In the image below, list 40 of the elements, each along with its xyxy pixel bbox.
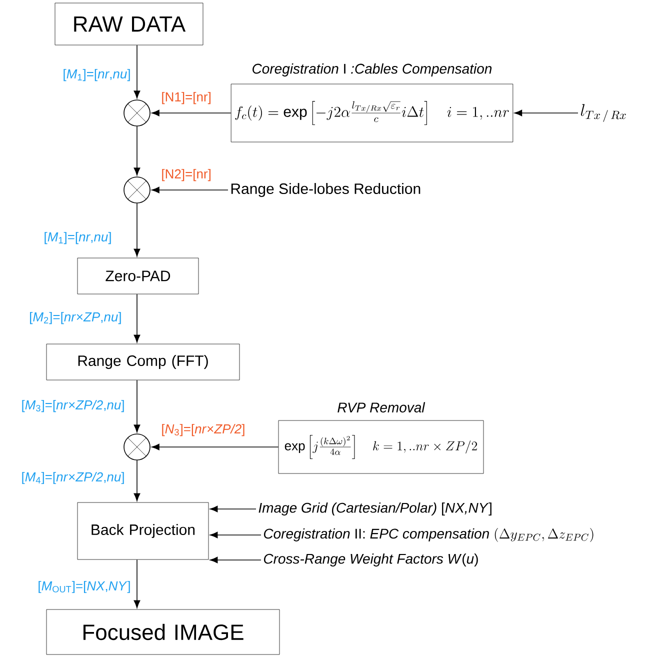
process-box: Back Projection: [77, 502, 209, 560]
arrow: [134, 380, 140, 432]
edge-label: [N1]=[nr]: [160, 90, 212, 106]
arrow: [152, 444, 279, 450]
arrow: [210, 556, 262, 564]
arrow: [134, 44, 140, 98]
edge-label: [M$_{OUT}$]=[NX,NY]: [36, 580, 132, 594]
formula-label: $l_{Tx\,/\,Rx}$: [580, 104, 626, 122]
input-label: Cross-Range Weight Factors W(u): [264, 553, 478, 567]
arrow: [134, 460, 140, 502]
box-heading: Coregistration I :Cables Compensation: [252, 63, 492, 76]
formula-box: $\exp\left[j\frac{(k\Delta\omega)^2}{4\alpha}\right]\quad k=1,..nr\times ZP/2$: [278, 420, 484, 474]
arrow: [152, 110, 232, 116]
process-box: RAW DATA: [54, 2, 204, 46]
arrow: [134, 294, 140, 343]
edge-label: [M$_{4}$]=[nr×ZP/2,nu]: [20, 470, 126, 486]
box-heading: RVP Removal: [338, 402, 426, 412]
process-box: Zero-PAD: [77, 258, 199, 294]
edge-label: [M$_{3}$]=[nr×ZP/2,nu]: [20, 398, 126, 414]
formula-box: $f_c(t)=\exp\left[-j2\alpha\frac{l_{Tx/Rx}\sqrt{\varepsilon_r}}{c}i\Delta t\right]\quad i=1,..nr$: [230, 84, 514, 142]
arrow: [210, 506, 256, 512]
multiplier-symbol: [124, 434, 150, 460]
multiplier-symbol: [124, 176, 150, 204]
process-box: Focused IMAGE: [46, 609, 280, 655]
multiplier-symbol: [124, 100, 150, 126]
edge-label: [M$_{2}$]=[nr×ZP,nu]: [28, 310, 123, 326]
arrow: [134, 559, 140, 608]
arrow: [210, 532, 262, 538]
arrow: [152, 186, 228, 194]
edge-label: [M$_{1}$]=[nr,nu]: [42, 230, 113, 246]
edge-label: [M$_{1}$]=[nr,nu]: [62, 68, 132, 82]
edge-label: [N$_{3}$]=[nr×ZP/2]: [160, 422, 246, 438]
arrow: [514, 110, 578, 116]
arrow: [134, 126, 140, 176]
input-label: Image Grid (Cartesian/Polar) [NX,NY]: [258, 502, 492, 516]
arrow: [134, 203, 140, 257]
edge-label: [N2]=[nr]: [160, 168, 212, 182]
process-box: Range Comp (FFT): [46, 344, 240, 380]
input-label: Coregistration II: EPC compensation $\left(\Delta y_{EPC},\Delta z_{EPC}\right)$: [264, 528, 594, 542]
input-label: Range Side-lobes Reduction: [231, 183, 420, 197]
